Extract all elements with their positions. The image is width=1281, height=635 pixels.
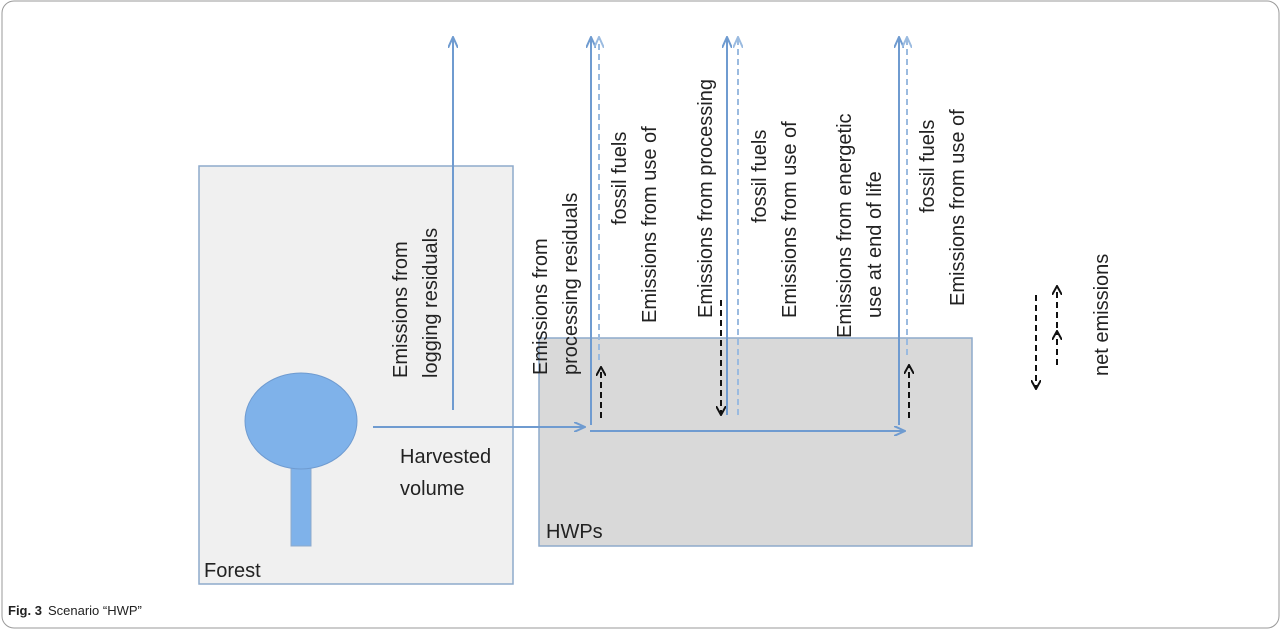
net-emissions-legend: net emissions [1036, 254, 1113, 388]
hwps-box [538, 337, 973, 547]
fossil3-label-line2: fossil fuels [917, 120, 939, 213]
logging-label-line1: Emissions from [390, 241, 412, 378]
forest-label: Forest [204, 560, 261, 582]
energetic-label-line2: use at end of life [864, 171, 886, 318]
fossil2-label-line1: Emissions from use of [779, 121, 801, 318]
proc-res-label-line2: processing residuals [560, 193, 582, 375]
fossil3-label-line1: Emissions from use of [947, 109, 969, 306]
figure-title: Scenario “HWP” [47, 603, 142, 618]
legend-label: net emissions [1091, 254, 1113, 376]
harvested-label-line1: Harvested [400, 446, 491, 468]
harvested-label-line2: volume [400, 478, 464, 500]
tree-icon [244, 372, 358, 547]
figure-caption: Fig. 3 Scenario “HWP” [8, 603, 142, 618]
fossil2-label-line2: fossil fuels [749, 130, 771, 223]
figure-number: Fig. 3 [8, 603, 42, 618]
forest-box [198, 165, 514, 585]
logging-label-line2: logging residuals [420, 228, 442, 378]
proc-res-label-line1: Emissions from [530, 238, 552, 375]
processing-label: Emissions from processing [695, 79, 717, 318]
hwps-label: HWPs [546, 521, 603, 543]
fossil1-label-line2: fossil fuels [609, 132, 631, 225]
fossil1-label-line1: Emissions from use of [639, 126, 661, 323]
energetic-label-line1: Emissions from energetic [834, 113, 856, 338]
